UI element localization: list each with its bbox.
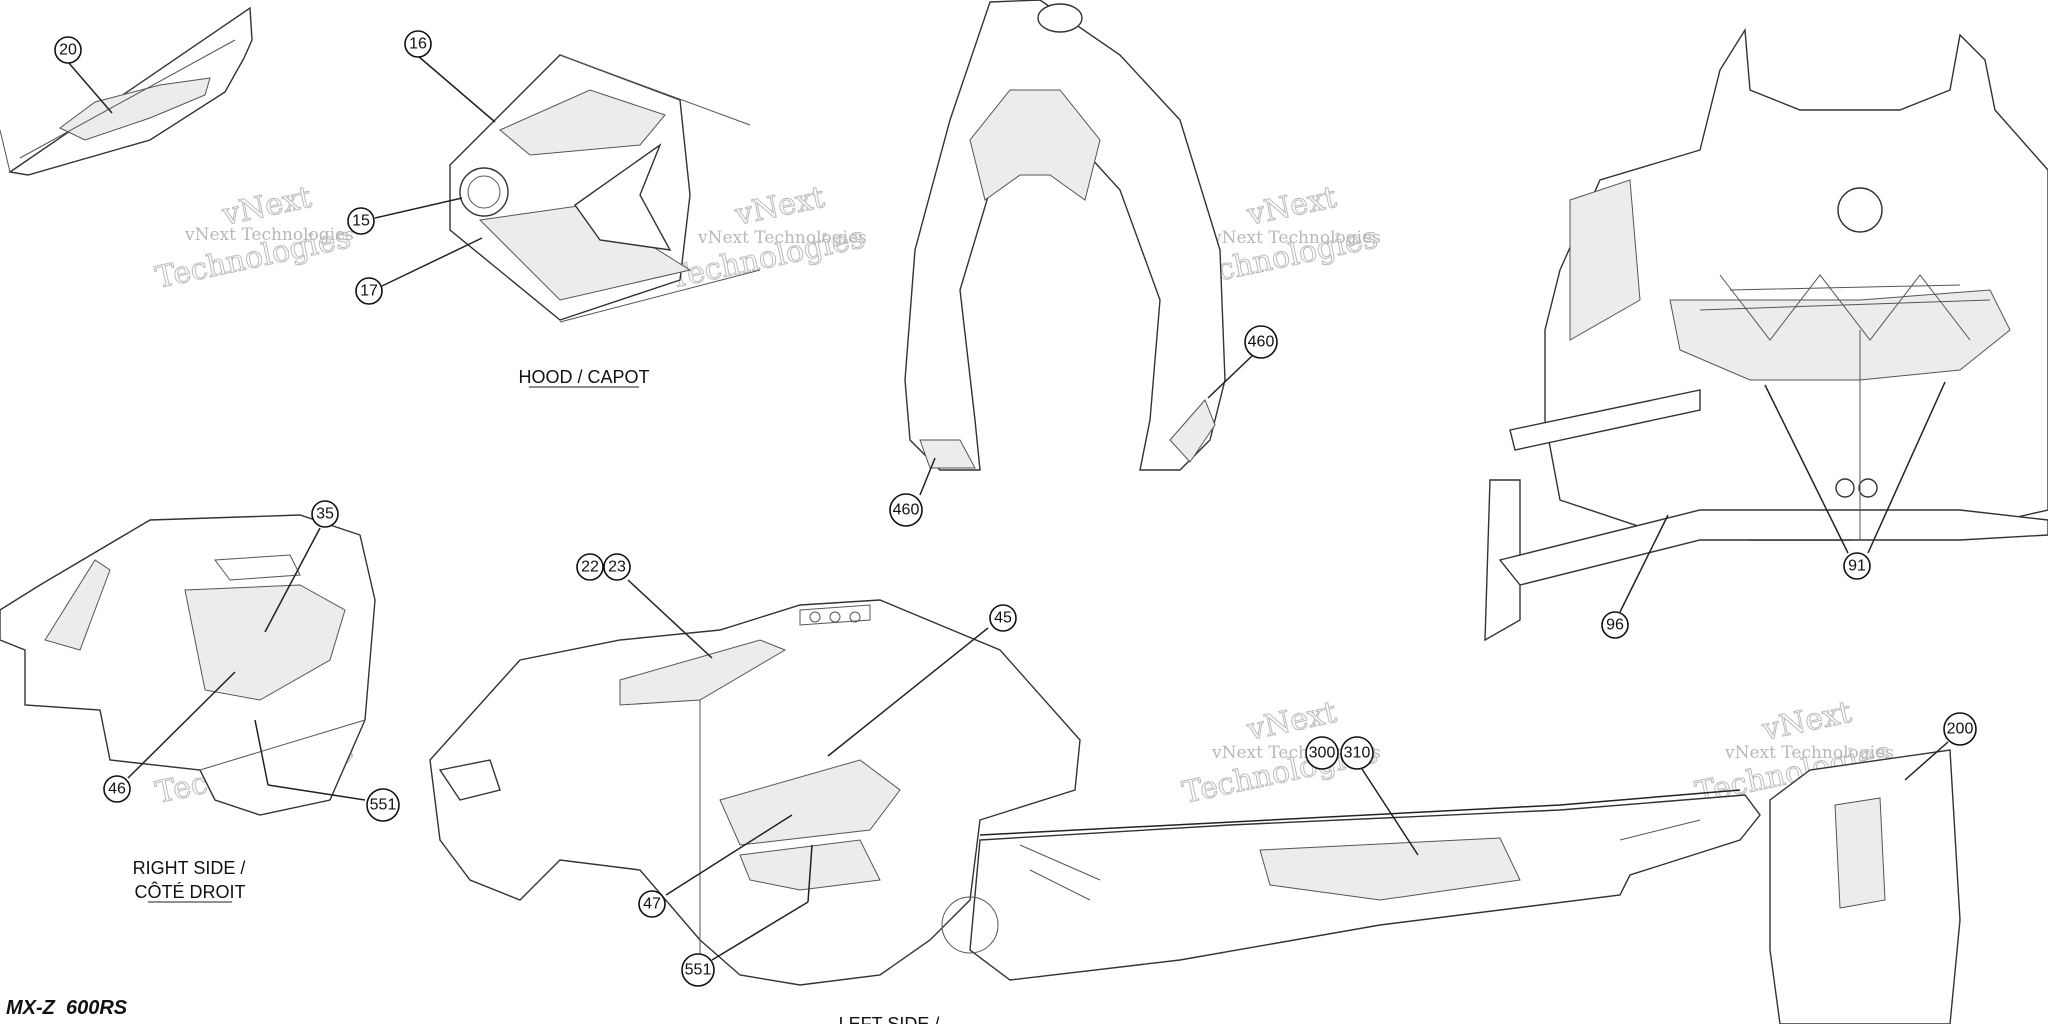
svg-text:46: 46 [108, 781, 126, 798]
svg-text:HOOD / CAPOT: HOOD / CAPOT [518, 367, 649, 387]
svg-text:vNext Technologies: vNext Technologies [1211, 743, 1381, 763]
svg-text:vNext: vNext [1758, 695, 1854, 748]
callout-46: 46 [103, 775, 131, 803]
svg-text:vNext: vNext [1243, 180, 1339, 233]
upper-hood-drawing [904, 0, 1226, 471]
front-view-drawing [1484, 27, 2048, 642]
fender-fragment-drawing [0, 6, 253, 176]
rear-panel-drawing [1769, 749, 1961, 1024]
svg-text:17: 17 [360, 283, 378, 300]
svg-text:20: 20 [59, 42, 77, 59]
svg-text:200: 200 [1947, 721, 1974, 738]
svg-text:15: 15 [352, 213, 370, 230]
callout-15: 15 [347, 207, 375, 235]
callout-45: 45 [989, 604, 1017, 632]
svg-text:45: 45 [994, 610, 1012, 627]
right-side-label: RIGHT SIDE / CÔTÉ DROIT [133, 858, 246, 903]
svg-text:460: 460 [893, 502, 920, 519]
callout-200: 200 [1943, 712, 1977, 746]
svg-text:RIGHT SIDE /: RIGHT SIDE / [133, 858, 246, 878]
right-side-panel-drawing [0, 514, 376, 816]
watermark-2: vNext Technologies vNext Technologies [666, 179, 868, 296]
callout-23: 23 [603, 553, 631, 581]
svg-text:vNext Technologies: vNext Technologies [697, 228, 867, 248]
callout-16: 16 [404, 30, 432, 58]
svg-text:460: 460 [1248, 334, 1275, 351]
svg-text:310: 310 [1344, 745, 1371, 762]
svg-text:22: 22 [581, 559, 599, 576]
callout-17: 17 [355, 277, 383, 305]
watermark-1: vNext Technologies vNext Technologies [152, 179, 354, 296]
callout-460-right: 460 [1244, 325, 1278, 359]
callout-551-right: 551 [366, 788, 400, 822]
svg-text:LEFT SIDE /: LEFT SIDE / [839, 1014, 940, 1024]
svg-text:16: 16 [409, 36, 427, 53]
callout-20: 20 [54, 36, 82, 64]
hood-label: HOOD / CAPOT [518, 367, 650, 388]
svg-text:vNext Technologies: vNext Technologies [184, 225, 354, 245]
callout-551-left: 551 [681, 953, 715, 987]
left-side-label: LEFT SIDE / [839, 1014, 940, 1024]
callout-310: 310 [1340, 736, 1374, 770]
callout-300: 300 [1305, 736, 1339, 770]
leader-lines [67, 55, 1949, 961]
svg-text:96: 96 [1606, 617, 1624, 634]
svg-text:91: 91 [1848, 558, 1866, 575]
svg-text:551: 551 [370, 797, 397, 814]
svg-text:vNext: vNext [731, 180, 827, 233]
svg-text:551: 551 [685, 962, 712, 979]
callout-35: 35 [311, 500, 339, 528]
svg-text:vNext Technologies: vNext Technologies [1211, 228, 1381, 248]
svg-text:vNext Technologies: vNext Technologies [1724, 743, 1894, 763]
svg-text:35: 35 [316, 506, 334, 523]
callout-91: 91 [1843, 552, 1871, 580]
callout-460-left: 460 [889, 493, 923, 527]
callout-22: 22 [576, 553, 604, 581]
svg-text:300: 300 [1309, 745, 1336, 762]
hood-drawing [449, 54, 761, 323]
model-label: MX-Z 600RS [6, 997, 128, 1019]
left-side-drawing [429, 599, 1761, 986]
svg-text:47: 47 [643, 896, 661, 913]
callout-47: 47 [638, 890, 666, 918]
svg-text:23: 23 [608, 559, 626, 576]
callout-96: 96 [1601, 611, 1629, 639]
svg-text:CÔTÉ DROIT: CÔTÉ DROIT [135, 881, 246, 902]
